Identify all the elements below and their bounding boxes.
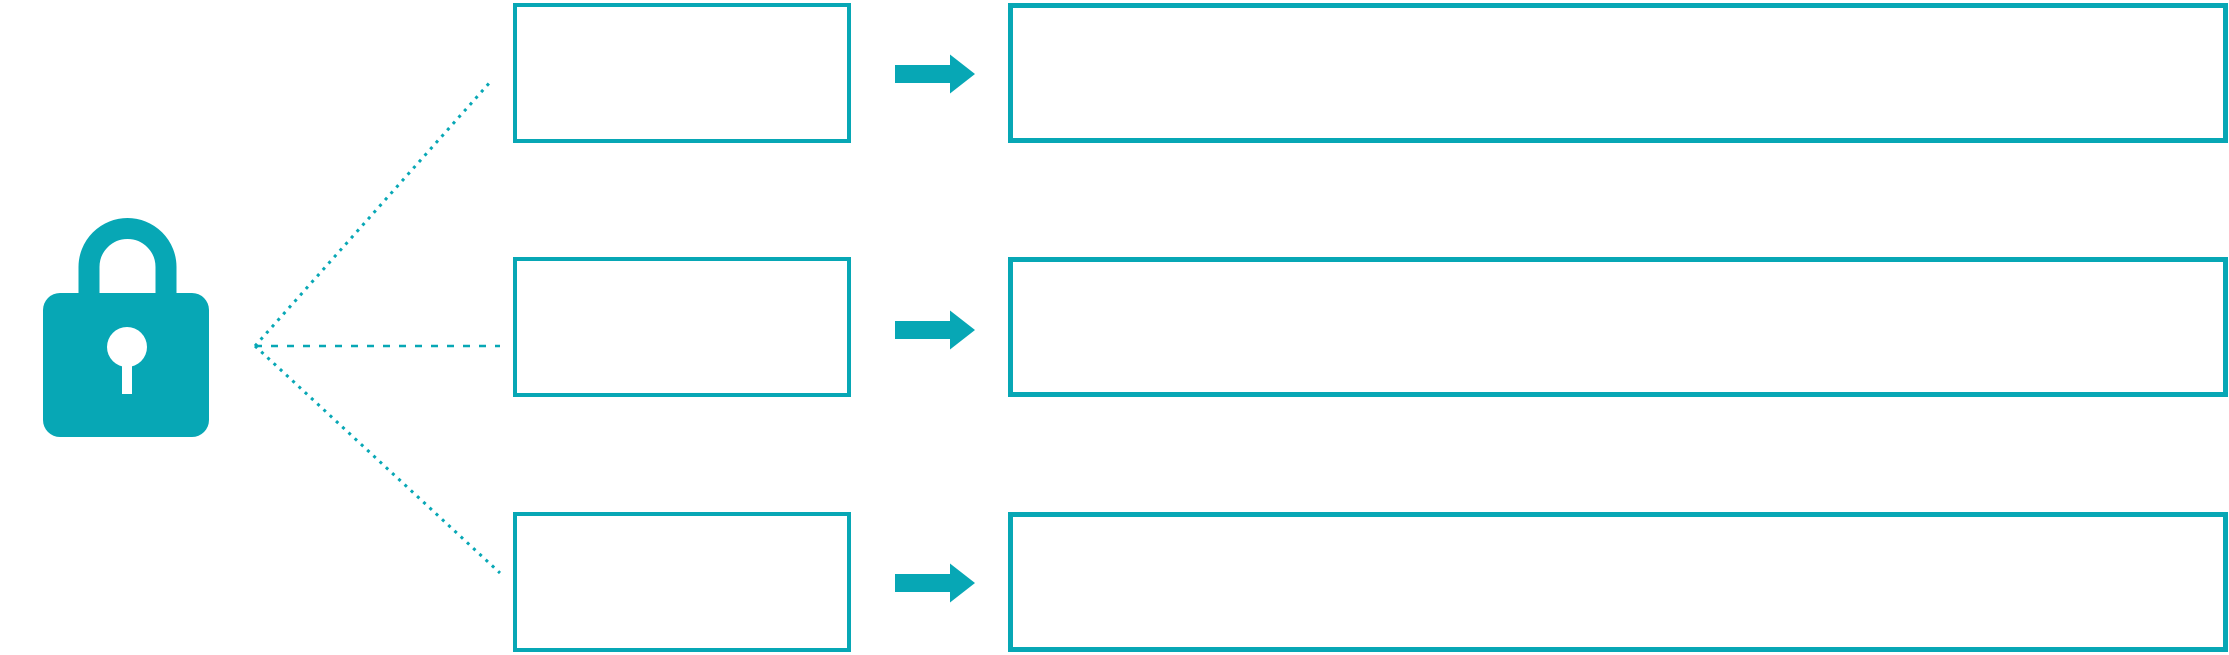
- label-box-1: [513, 3, 851, 143]
- connector-line-bottom: [253, 344, 502, 575]
- lock-icon: [43, 218, 209, 437]
- arrow-right-icon: [895, 563, 975, 603]
- keyhole-stem: [122, 347, 132, 394]
- description-box-3: [1008, 512, 2228, 652]
- lock-shackle: [78, 218, 177, 308]
- connector-line-top: [253, 79, 494, 347]
- label-box-3: [513, 512, 851, 652]
- arrow-right-icon: [895, 54, 975, 94]
- description-box-1: [1008, 3, 2228, 143]
- description-box-2: [1008, 257, 2228, 397]
- arrow-right-icon: [895, 310, 975, 350]
- label-box-2: [513, 257, 851, 397]
